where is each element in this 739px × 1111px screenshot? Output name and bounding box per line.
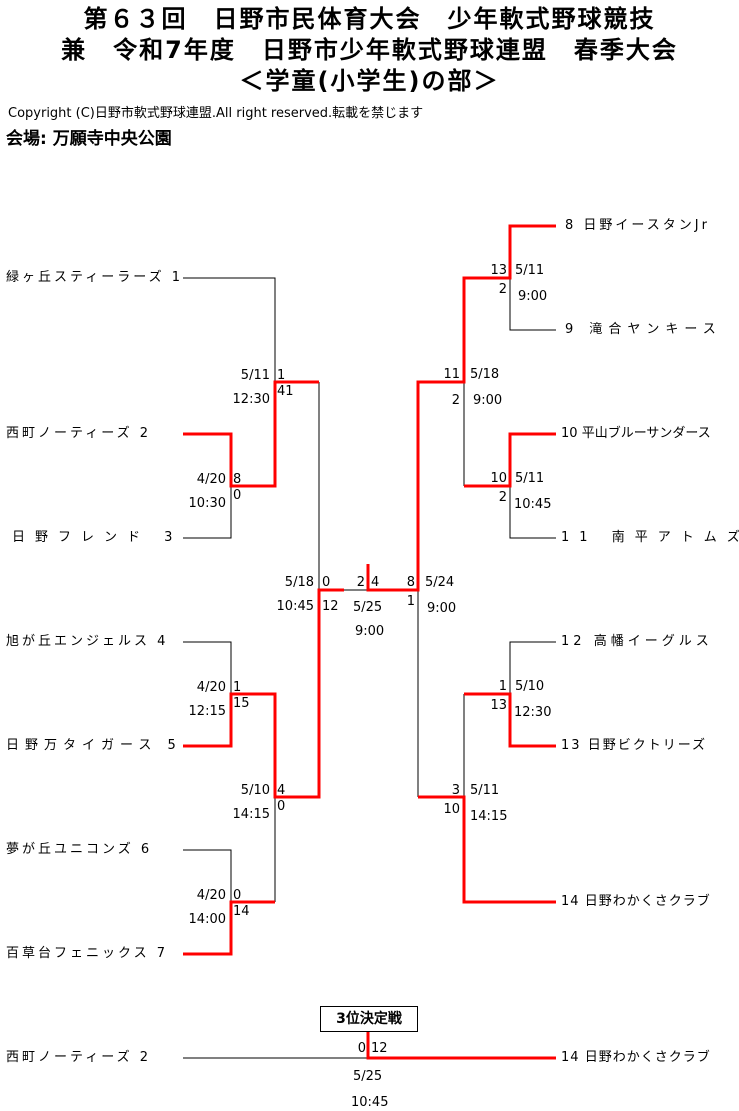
bracket-black-lines <box>183 226 556 1059</box>
score: 0 <box>277 799 286 814</box>
score: 8 <box>233 472 242 487</box>
team-right-12: 12 高幡イーグルス <box>561 634 713 649</box>
game-date: 4/20 <box>196 680 226 695</box>
line-team-6 <box>183 849 232 902</box>
game-time: 14:15 <box>470 809 508 824</box>
team-right-13: 13 日野ビクトリーズ <box>561 738 708 753</box>
third-place-score-right: 12 <box>371 1041 388 1056</box>
game-date: 5/10 <box>240 783 270 798</box>
line-team-3 <box>183 486 232 539</box>
team-left-3: 日野フレンド 3 <box>12 530 183 545</box>
third-place-label: 3位決定戦 <box>320 1006 418 1032</box>
winner-path-team-8 <box>366 224 556 592</box>
score: 13 <box>490 263 507 278</box>
game-time: 9:00 <box>427 601 457 616</box>
third-place-time: 10:45 <box>351 1095 389 1110</box>
game-date: 5/18 <box>470 367 500 382</box>
final-score-left: 2 <box>356 575 365 590</box>
winner-path-team-10 <box>464 432 556 488</box>
final-time: 9:00 <box>355 624 385 639</box>
game-date: 5/11 <box>240 368 270 383</box>
line-team-1 <box>183 277 276 382</box>
third-place-score-left: 0 <box>357 1041 366 1056</box>
score: 3 <box>451 783 460 798</box>
score: 2 <box>451 393 460 408</box>
winner-path-team-5 <box>183 588 344 799</box>
team-right-11: 11 南平アトムズ <box>561 530 739 545</box>
third-place-date: 5/25 <box>353 1069 383 1084</box>
game-time: 12:30 <box>232 392 270 407</box>
score: 1 <box>233 680 242 695</box>
score: 1 <box>498 679 507 694</box>
game-time: 10:45 <box>276 599 314 614</box>
score: 1 <box>406 594 415 609</box>
team-right-8: 8 日野イースタンJr <box>565 218 710 233</box>
game-time: 9:00 <box>473 393 503 408</box>
team-right-10: 10 平山ブルーサンダース <box>561 426 711 441</box>
third-place-team-right: 14 日野わかくさクラブ <box>561 1050 711 1065</box>
third-place-team-left: 西町ノーティーズ 2 <box>6 1050 151 1065</box>
title-line-1: 第６３回 日野市民体育大会 少年軟式野球競技 <box>83 5 656 33</box>
score: 14 <box>233 904 250 919</box>
score: 0 <box>322 575 331 590</box>
bracket-winner-lines <box>183 224 556 1060</box>
final-date: 5/25 <box>353 600 383 615</box>
winner-path-team-2 <box>183 380 319 488</box>
line-team-4 <box>183 641 232 694</box>
score: 8 <box>406 575 415 590</box>
score: 4 <box>277 783 286 798</box>
game-date: 4/20 <box>196 888 226 903</box>
team-left-7: 百草台フェニックス 7 <box>6 946 169 961</box>
game-date: 5/18 <box>284 575 314 590</box>
game-time: 10:30 <box>188 496 226 511</box>
game-date: 5/24 <box>425 575 455 590</box>
game-date: 5/11 <box>515 263 545 278</box>
title-line-3: ＜学童(小学生)の部＞ <box>239 67 500 95</box>
game-date: 4/20 <box>196 472 226 487</box>
winner-path-team-14 <box>418 795 556 904</box>
score: 41 <box>277 384 294 399</box>
team-left-4: 旭が丘エンジェルス 4 <box>6 634 169 649</box>
score: 11 <box>443 367 460 382</box>
score: 0 <box>233 488 242 503</box>
team-right-9: 9 滝合ヤンキース <box>565 322 722 337</box>
score: 2 <box>498 490 507 505</box>
game-time: 9:00 <box>518 289 548 304</box>
game-time: 12:30 <box>514 705 552 720</box>
game-time: 10:45 <box>514 497 552 512</box>
score: 12 <box>322 599 339 614</box>
title-line-2: 兼 令和7年度 日野市少年軟式野球連盟 春季大会 <box>61 36 678 64</box>
game-date: 5/11 <box>470 783 500 798</box>
winner-path-team-7 <box>183 900 275 956</box>
winner-path-3rd <box>366 1032 556 1060</box>
team-left-2: 西町ノーティーズ 2 <box>6 426 151 441</box>
game-date: 5/10 <box>515 679 545 694</box>
team-left-1: 緑ヶ丘スティーラーズ 1 <box>6 270 183 285</box>
score: 0 <box>233 888 242 903</box>
score: 2 <box>498 282 507 297</box>
game-time: 14:15 <box>232 807 270 822</box>
team-left-5: 日野万タイガース 5 <box>6 738 182 753</box>
game-time: 14:00 <box>188 912 226 927</box>
final-score-right: 4 <box>371 575 380 590</box>
game-date: 5/11 <box>515 471 545 486</box>
venue: 会場: 万願寺中央公園 <box>6 129 172 149</box>
winner-path-team-13 <box>464 692 556 748</box>
team-right-14: 14 日野わかくさクラブ <box>561 894 711 909</box>
team-left-6: 夢が丘ユニコンズ 6 <box>6 842 153 857</box>
game-time: 12:15 <box>188 704 226 719</box>
score: 10 <box>490 471 507 486</box>
line-team-11 <box>509 486 556 539</box>
score: 15 <box>233 696 250 711</box>
score: 13 <box>490 698 507 713</box>
copyright-notice: Copyright (C)日野市軟式野球連盟.All right reserve… <box>8 106 424 121</box>
score: 1 <box>277 368 286 383</box>
score: 10 <box>443 802 460 817</box>
